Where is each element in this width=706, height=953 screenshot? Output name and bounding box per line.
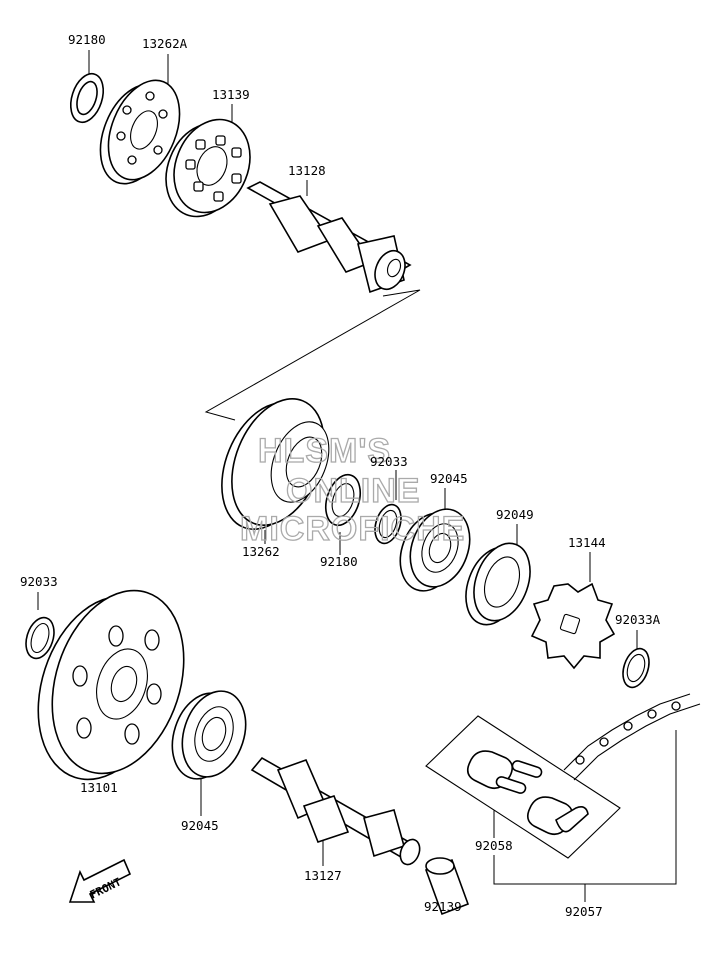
shaft-13128 (246, 181, 412, 294)
gear-13101 (37, 589, 185, 781)
watermark: HLSM'S ONLINE MICROFICHE (239, 431, 465, 548)
label-92057: 92057 (565, 904, 603, 919)
gear-13262 (221, 398, 330, 530)
bearing-92045-mid (399, 508, 471, 592)
label-92045-low: 92045 (181, 818, 219, 833)
label-92033-left: 92033 (20, 574, 58, 589)
label-92033-mid: 92033 (370, 454, 408, 469)
chain-92057 (563, 693, 701, 781)
washer-92180-mid (324, 473, 362, 527)
oil-seal-92049 (465, 542, 531, 626)
label-13139: 13139 (212, 87, 250, 102)
label-13101: 13101 (80, 780, 118, 795)
label-92033A: 92033A (615, 612, 661, 627)
label-13127: 13127 (304, 868, 342, 883)
label-92049: 92049 (496, 507, 534, 522)
label-92180-top: 92180 (68, 32, 106, 47)
label-92180-mid: 92180 (320, 554, 358, 569)
watermark-line-2: ONLINE (286, 472, 420, 510)
label-92058: 92058 (475, 838, 513, 853)
part-labels: 92180 13262A 13139 13128 92033 92045 920… (20, 32, 661, 919)
gear-13262A (99, 79, 181, 185)
collar-92139 (424, 857, 470, 916)
label-13144: 13144 (568, 535, 606, 550)
label-13262A: 13262A (142, 36, 188, 51)
label-13262: 13262 (242, 544, 280, 559)
bearing-92045-low (171, 690, 247, 780)
circlip-92033A (622, 647, 650, 689)
label-13128: 13128 (288, 163, 326, 178)
shaft-13127 (250, 756, 421, 866)
washer-92180-top (69, 72, 105, 124)
circlip-92033-left (25, 616, 55, 660)
label-92139: 92139 (424, 899, 462, 914)
watermark-line-1: HLSM'S (258, 432, 391, 470)
watermark-line-3: MICROFICHE (240, 510, 465, 548)
circlip-92033-mid (374, 503, 402, 545)
label-92045-mid: 92045 (430, 471, 468, 486)
front-arrow-icon: FRONT (68, 858, 132, 903)
dog-ring-13139 (165, 118, 251, 218)
sprocket-13144 (530, 582, 616, 670)
chain-link-kit-92058 (425, 715, 621, 859)
